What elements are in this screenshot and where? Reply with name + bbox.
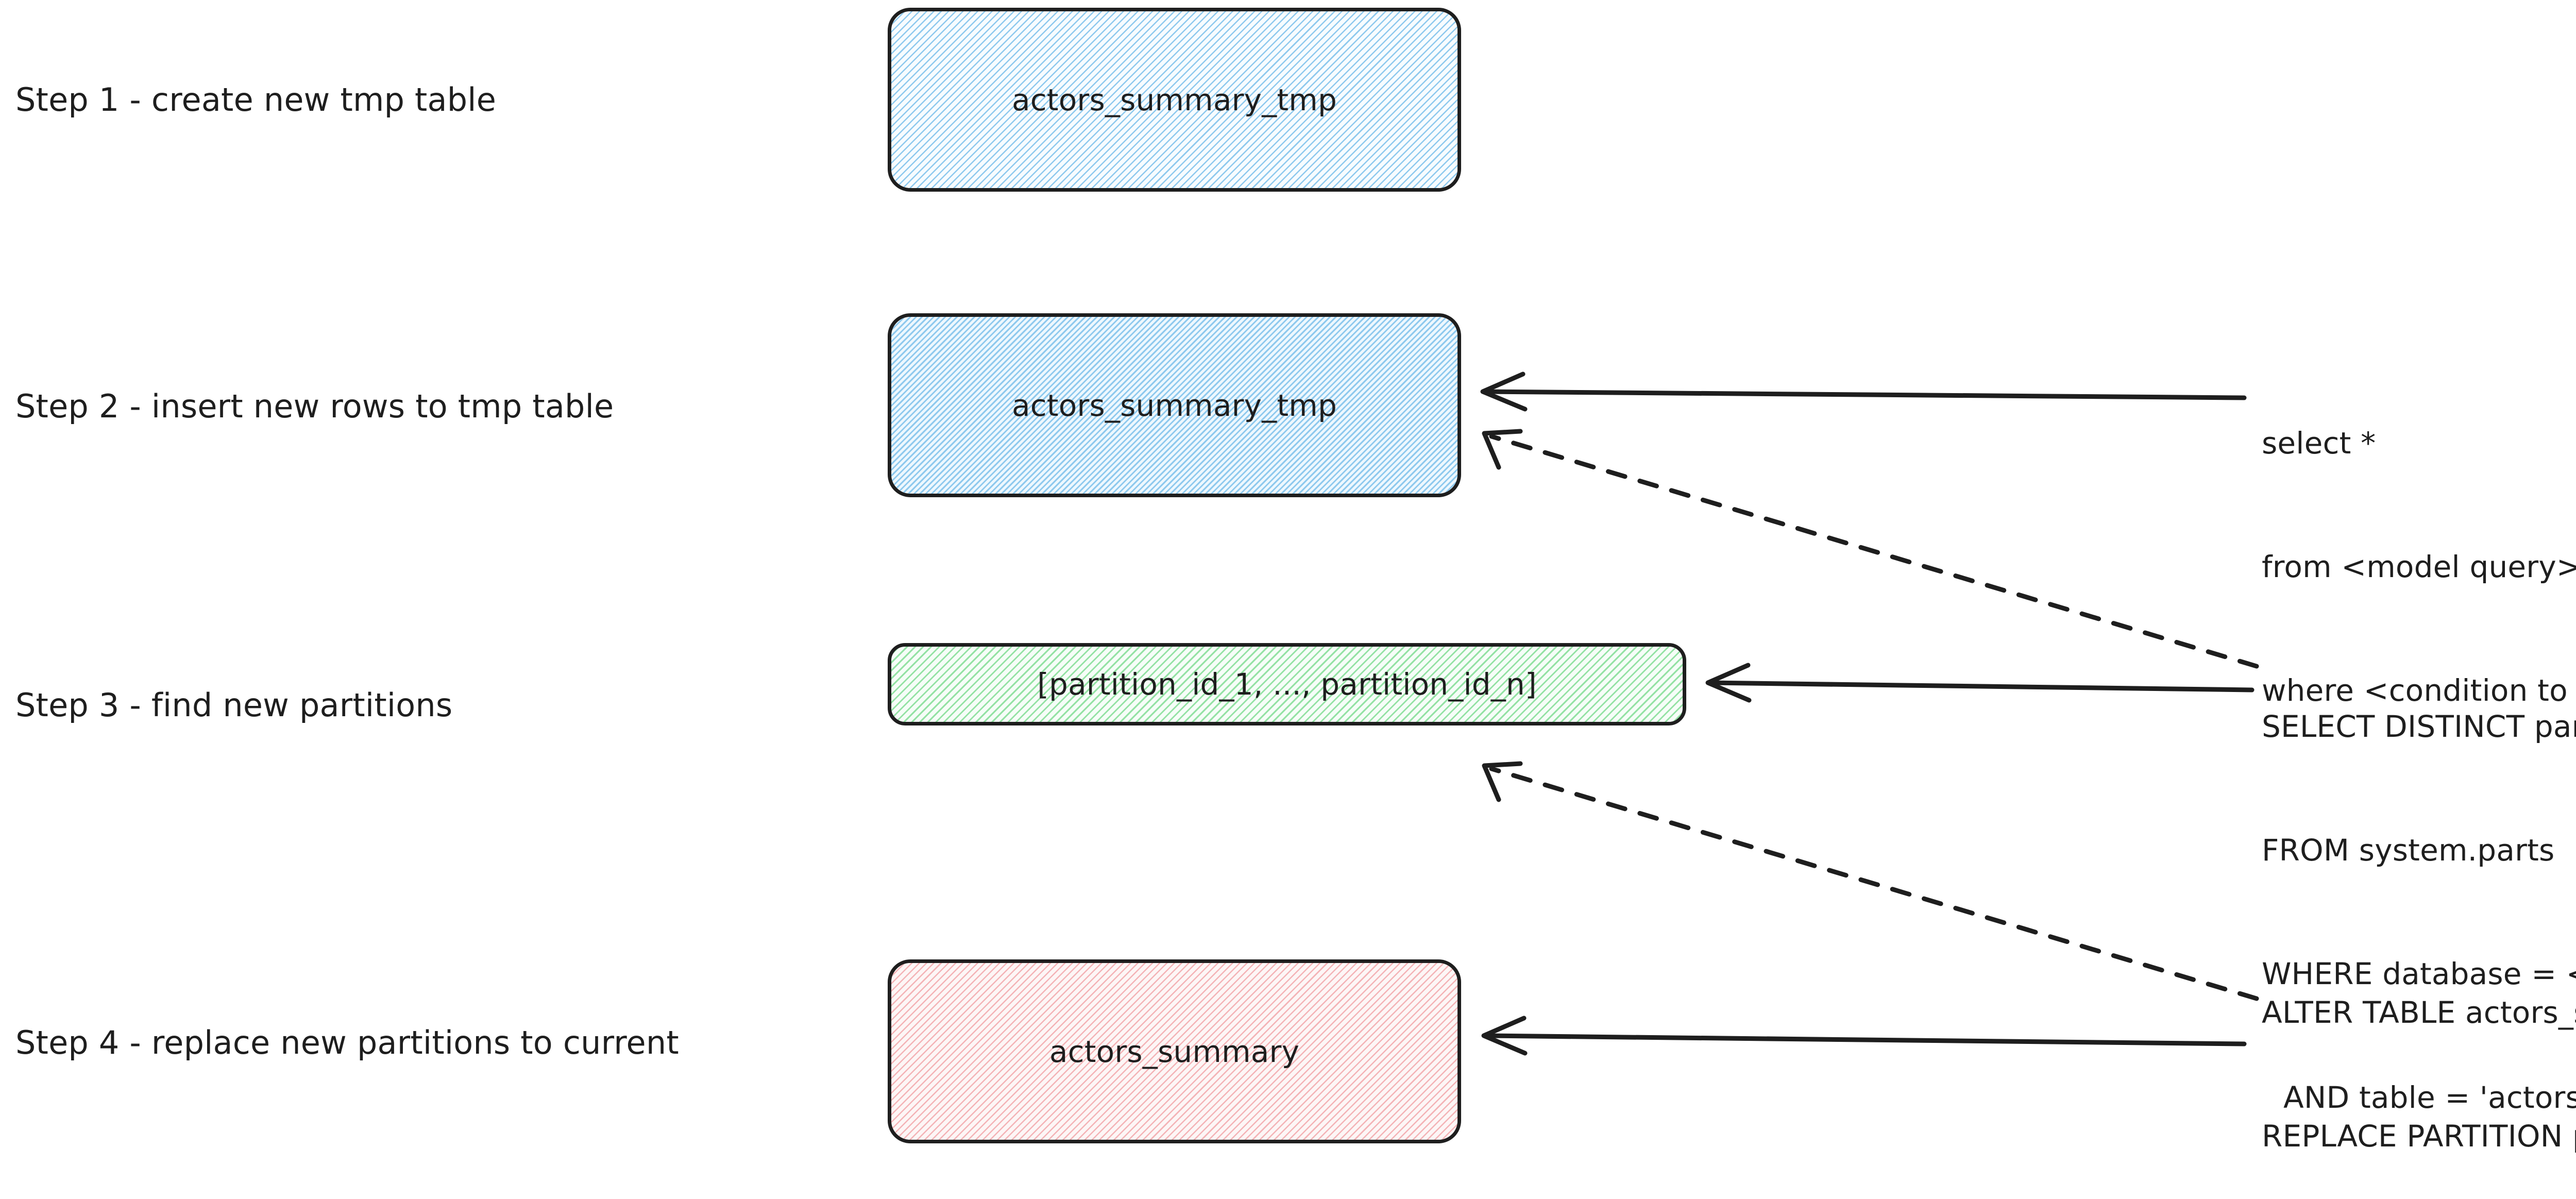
sql-block-find-partitions-query: SELECT DISTINCT partition_id FROM system… xyxy=(2262,623,2576,1199)
step-label-4: Step 4 - replace new partitions to curre… xyxy=(15,1024,679,1061)
sql-line: select * xyxy=(2262,426,2376,461)
dashed-find-partitions-query-to-tmp-table xyxy=(1471,420,2259,678)
sql-line: AND table = 'actors_summary_tmp' xyxy=(2283,1080,2576,1116)
sql-block-insert-select-query: select * from <model query> where <condi… xyxy=(2262,340,2576,793)
node-tmp-table-step1[interactable]: actors_summary_tmp xyxy=(888,8,1461,192)
sql-line: where <condition to identify new> xyxy=(2262,673,2568,708)
node-label-tmp-table-step1: actors_summary_tmp xyxy=(1011,82,1337,117)
node-target-table[interactable]: actors_summary xyxy=(888,959,1461,1143)
sql-line: REPLACE PARTITION partition_id_1 xyxy=(2262,1119,2576,1154)
sql-line: from <model query> xyxy=(2262,549,2576,585)
sql-line: SELECT DISTINCT partition_id xyxy=(2262,709,2576,745)
node-tmp-table-step2[interactable]: actors_summary_tmp xyxy=(888,313,1461,497)
node-fill-hatch-blue xyxy=(891,11,1458,188)
node-label-target-table: actors_summary xyxy=(1049,1034,1300,1069)
arrow-find-partitions-query-to-partition-list xyxy=(1698,657,2255,719)
node-fill-hatch-pink xyxy=(891,963,1458,1140)
arrow-replace-partitions-query-to-target-table xyxy=(1473,1010,2247,1072)
step-label-3: Step 3 - find new partitions xyxy=(15,686,453,724)
step-label-2: Step 2 - insert new rows to tmp table xyxy=(15,387,614,425)
node-fill-hatch-green xyxy=(891,647,1683,722)
step-label-1: Step 1 - create new tmp table xyxy=(15,81,497,119)
dashed-replace-partitions-query-to-partition-list xyxy=(1471,752,2259,1010)
node-label-partition-list: [partition_id_1, ..., partition_id_n] xyxy=(1037,667,1537,702)
arrow-insert-query-to-tmp-table xyxy=(1473,366,2247,428)
sql-block-replace-partitions-query: ALTER TABLE actors_summary REPLACE PARTI… xyxy=(2262,909,2576,1199)
sql-line: ALTER TABLE actors_summary xyxy=(2262,995,2576,1031)
node-fill-hatch-blue xyxy=(891,317,1458,494)
sql-line: FROM system.parts xyxy=(2262,833,2555,868)
sql-line: WHERE database = <database> xyxy=(2262,956,2576,992)
node-partition-list[interactable]: [partition_id_1, ..., partition_id_n] xyxy=(888,643,1686,725)
node-label-tmp-table-step2: actors_summary_tmp xyxy=(1011,387,1337,423)
